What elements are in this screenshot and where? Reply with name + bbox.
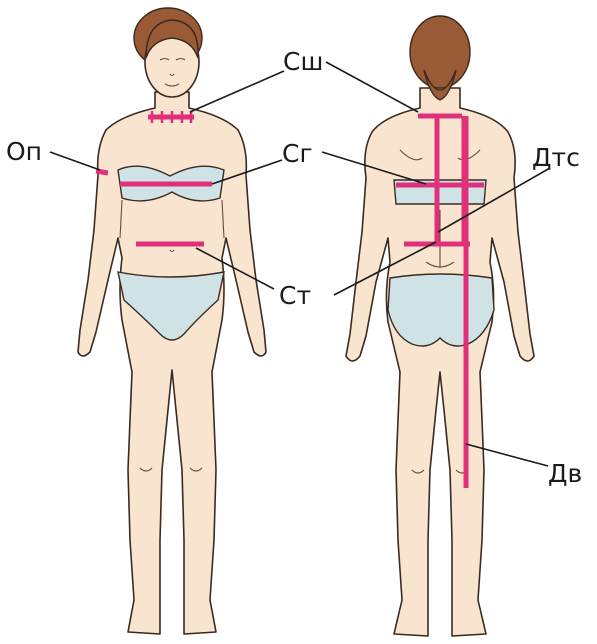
arm-measure (96, 171, 108, 173)
leader-sh-front (190, 71, 284, 112)
back-figure (346, 16, 534, 636)
label-dts: Дтс (532, 143, 580, 172)
label-dv: Дв (548, 459, 582, 488)
label-op: Оп (6, 137, 42, 166)
label-sg: Сг (282, 139, 313, 168)
label-st: Ст (279, 281, 311, 310)
front-figure (78, 8, 266, 634)
leader-sh-back (326, 62, 418, 112)
label-sh: Сш (283, 47, 323, 76)
leader-op (50, 152, 100, 170)
